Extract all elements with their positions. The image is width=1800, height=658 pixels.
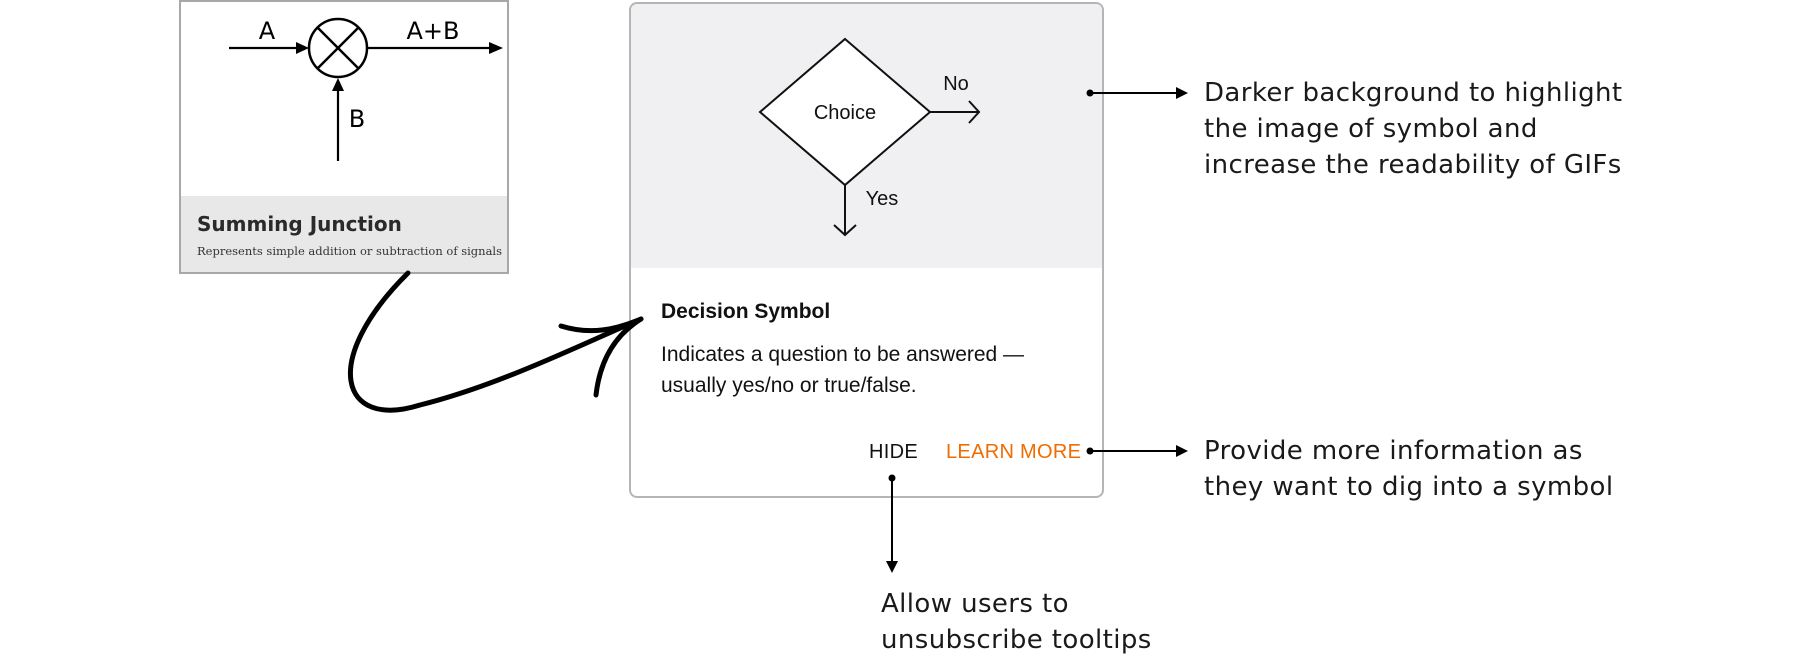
decision-symbol-media: Choice No Yes	[631, 4, 1102, 268]
output-label: A+B	[407, 17, 460, 45]
summing-junction-diagram: A A+B B	[229, 17, 503, 161]
summing-junction-title: Summing Junction	[197, 212, 402, 236]
hide-pointer-arrowhead	[886, 561, 898, 573]
no-branch-arrowhead	[968, 100, 981, 124]
learn-more-button[interactable]: LEARN MORE	[946, 441, 1082, 463]
yes-branch-arrowhead	[833, 224, 857, 237]
decision-symbol-title: Decision Symbol	[661, 300, 831, 323]
summing-junction-description: Represents simple addition or subtractio…	[197, 244, 503, 258]
input-a-label: A	[259, 17, 276, 45]
decision-symbol-tooltip-card: Choice No Yes Decision Symbol Indicates …	[629, 2, 1104, 498]
input-b-arrowhead	[332, 78, 344, 91]
output-arrowhead	[489, 42, 503, 54]
hide-annotation: Allow users to unsubscribe tooltips	[881, 589, 1152, 655]
learn-more-annotation: Provide more information as they want to…	[1204, 436, 1614, 502]
transition-curved-arrow	[348, 270, 644, 413]
decision-choice-label: Choice	[814, 102, 876, 124]
background-pointer-arrowhead	[1176, 87, 1188, 99]
decision-symbol-description: Indicates a question to be answered — us…	[661, 343, 1025, 397]
summing-junction-card: A A+B B Summing Junction Represents simp…	[179, 0, 509, 274]
background-annotation: Darker background to highlight the image…	[1204, 78, 1623, 180]
decision-diagram: Choice No Yes	[758, 37, 981, 237]
learn-more-pointer-arrowhead	[1176, 445, 1188, 457]
hide-button[interactable]: HIDE	[869, 441, 918, 463]
decision-no-label: No	[943, 73, 969, 95]
input-b-label: B	[349, 105, 365, 133]
decision-yes-label: Yes	[866, 188, 899, 210]
summing-cross-2	[316, 26, 360, 70]
summing-junction-caption: Summing Junction Represents simple addit…	[181, 196, 507, 272]
input-a-arrowhead	[296, 42, 309, 54]
